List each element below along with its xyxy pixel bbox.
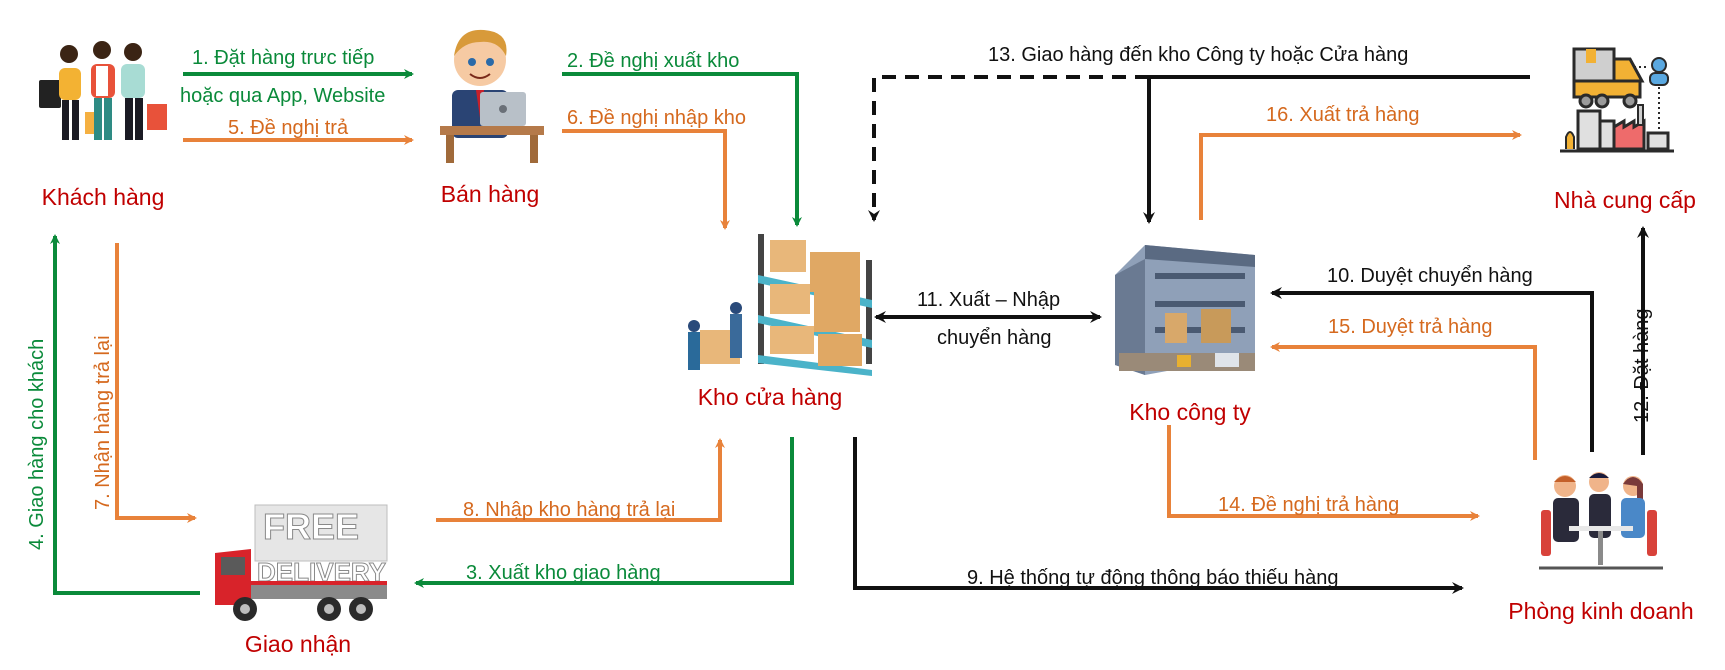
node-label-sales: Bán hàng — [440, 181, 540, 207]
arrow-flow-15 — [1270, 342, 1537, 460]
flow-6-label: 6. Đề nghị nhập kho — [567, 107, 747, 129]
arrow-flow-10 — [1270, 287, 1594, 452]
arrow-flow-2 — [562, 72, 802, 227]
shoppers-icon — [39, 41, 167, 140]
flow-11-label-line-2: chuyển hàng — [937, 327, 1052, 349]
flow-7-label: 7. Nhận hàng trả lại — [92, 335, 114, 510]
flow-15-label: 15. Duyệt trả hàng — [1328, 316, 1493, 338]
flow-16-label: 16. Xuất trả hàng — [1266, 104, 1420, 126]
arrow-flow-8 — [436, 438, 725, 522]
node-label-customer: Khách hàng — [41, 184, 165, 210]
flow-9-label: 9. Hệ thống tự động thông báo thiếu hàng — [967, 567, 1339, 589]
node-label-store-warehouse: Kho cửa hàng — [697, 384, 843, 410]
arrow-flow-16 — [1199, 130, 1522, 220]
warehouse-building-icon — [1115, 245, 1255, 375]
warehouse-shelves-icon — [688, 234, 872, 376]
flow-5-label: 5. Đề nghị trả — [228, 117, 349, 139]
node-label-delivery: Giao nhận — [244, 631, 352, 657]
flow-1-label-line-2: hoặc qua App, Website — [180, 85, 386, 107]
flow-4-label: 4. Giao hàng cho khách — [26, 338, 48, 550]
arrow-flow-13-dashed — [868, 75, 1149, 222]
arrow-flow-14 — [1167, 425, 1480, 521]
arrow-flow-6 — [562, 129, 730, 230]
supplier-factory-truck-icon — [1560, 47, 1674, 153]
flow-12-label: 12. Đặt hàng — [1631, 308, 1653, 423]
flow-3-label: 3. Xuất kho giao hàng — [466, 562, 661, 584]
flow-8-label: 8. Nhập kho hàng trả lại — [463, 499, 676, 521]
arrow-flow-7 — [115, 243, 197, 523]
flow-10-label: 10. Duyệt chuyển hàng — [1327, 265, 1533, 287]
truck-text-free: FREE — [263, 506, 359, 547]
delivery-truck-icon: FREE DELIVERY — [215, 504, 388, 621]
flow-13-label: 13. Giao hàng đến kho Công ty hoặc Cửa h… — [988, 44, 1409, 66]
flow-1-label-line-1: 1. Đặt hàng trưc tiếp — [192, 47, 375, 69]
salesperson-laptop-icon — [440, 29, 544, 163]
arrow-flow-9 — [853, 437, 1464, 594]
node-label-business-dept: Phòng kinh doanh — [1508, 598, 1694, 624]
flow-2-label: 2. Đề nghị xuất kho — [567, 50, 740, 72]
arrow-flow-4 — [50, 234, 200, 595]
arrow-flow-13-solid — [1143, 75, 1530, 224]
node-label-company-warehouse: Kho công ty — [1129, 399, 1251, 425]
node-label-supplier: Nhà cung cấp — [1554, 187, 1696, 213]
business-meeting-icon — [1539, 472, 1663, 570]
flow-14-label: 14. Đề nghị trả hàng — [1218, 494, 1400, 516]
arrow-flow-3 — [414, 437, 794, 588]
flow-11-label-line-1: 11. Xuất – Nhập — [917, 289, 1061, 311]
